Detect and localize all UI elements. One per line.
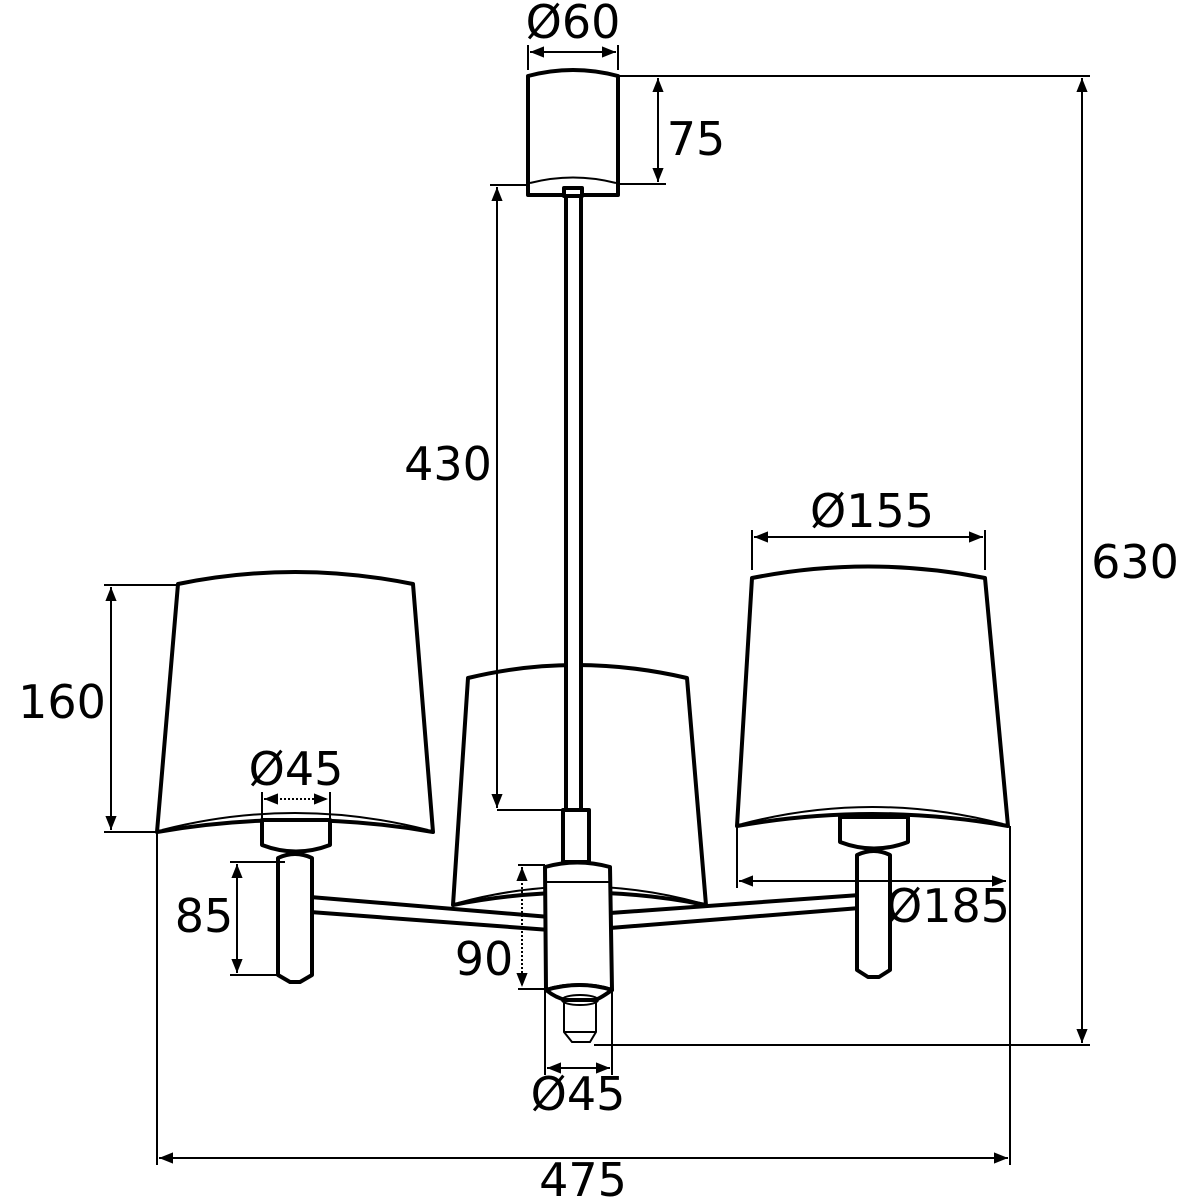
dim-total-height: 630 <box>594 78 1179 1046</box>
dim-body-height: 90 <box>455 864 546 990</box>
label-rod-length: 430 <box>404 437 492 491</box>
label-shade-bottom-diameter: Ø185 <box>886 879 1010 933</box>
label-total-width: 475 <box>539 1153 627 1200</box>
dim-canopy-diameter: Ø60 <box>526 0 621 70</box>
arm-right <box>604 893 862 930</box>
label-body-diameter: Ø45 <box>531 1067 626 1121</box>
label-total-height: 630 <box>1091 535 1179 589</box>
dim-shade-top-diameter: Ø155 <box>751 484 986 570</box>
label-shade-height: 160 <box>18 675 106 729</box>
dim-holder-height: 85 <box>175 861 285 976</box>
shade-right <box>735 564 1010 851</box>
label-socket-diameter: Ø45 <box>249 742 344 796</box>
arm-left <box>308 895 555 932</box>
dim-rod-length: 430 <box>404 184 563 811</box>
label-canopy-diameter: Ø60 <box>526 0 621 49</box>
dim-body-diameter: Ø45 <box>531 990 626 1121</box>
dim-shade-bottom-diameter: Ø185 <box>736 826 1010 933</box>
label-canopy-height: 75 <box>667 112 726 166</box>
dim-total-width: 475 <box>156 826 1011 1200</box>
rod <box>564 194 583 812</box>
canopy <box>526 68 620 198</box>
label-shade-top-diameter: Ø155 <box>810 484 934 538</box>
rod-coupling <box>561 808 591 864</box>
label-body-height: 90 <box>455 932 514 986</box>
dim-socket-diameter: Ø45 <box>249 742 344 820</box>
dim-shade-height: 160 <box>18 584 178 833</box>
center-body <box>543 860 614 1043</box>
shade-left <box>155 570 435 854</box>
holder-left <box>276 852 314 984</box>
dim-canopy-height: 75 <box>618 75 1090 185</box>
label-holder-height: 85 <box>175 889 234 943</box>
